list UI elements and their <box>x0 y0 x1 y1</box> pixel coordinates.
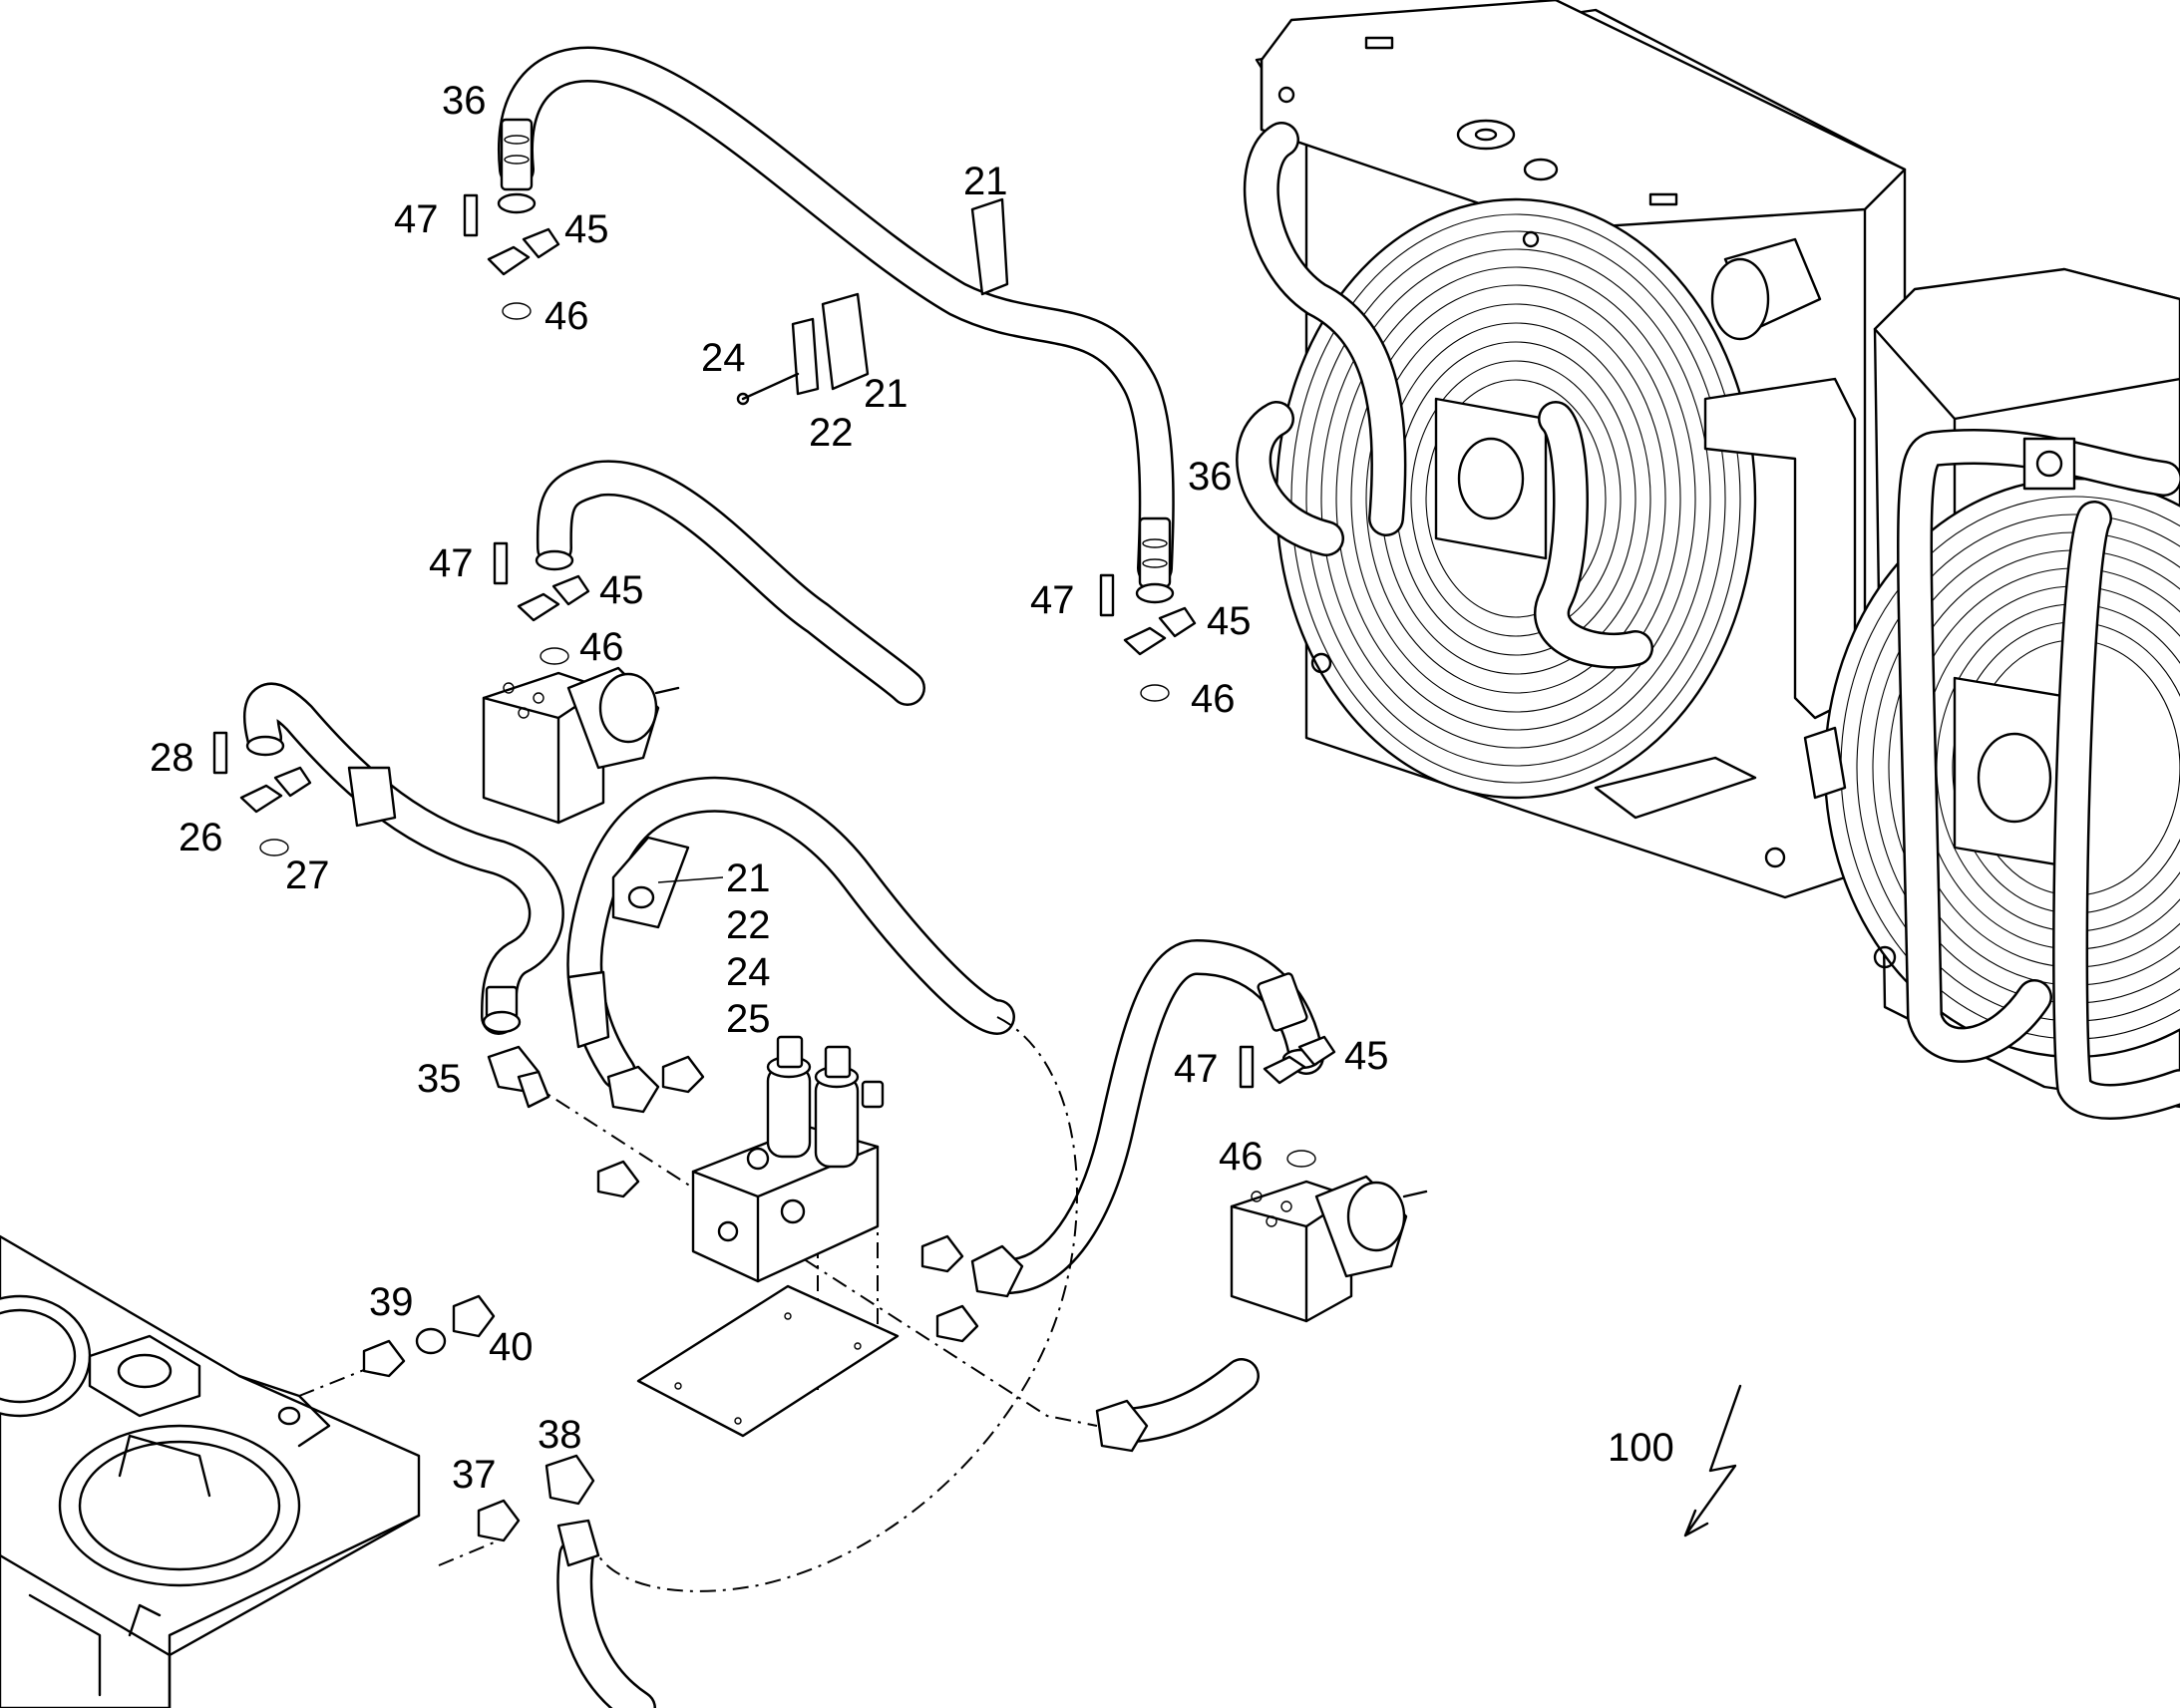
callout-46: 46 <box>1219 1135 1264 1179</box>
callout-46: 46 <box>579 625 624 669</box>
callout-47: 47 <box>429 541 474 585</box>
reference-arrow-100 <box>1683 1384 1742 1537</box>
callout-36: 36 <box>1188 455 1233 499</box>
callout-38: 38 <box>538 1413 582 1457</box>
callout-24: 24 <box>726 950 771 994</box>
callout-45: 45 <box>564 207 609 251</box>
callout-27: 27 <box>285 854 330 897</box>
part-callouts: 36 47 45 46 21 24 21 22 36 47 45 46 47 4… <box>150 79 1674 1497</box>
callout-39: 39 <box>369 1280 414 1324</box>
cooler-unit-upper <box>1236 0 1907 899</box>
callout-35: 35 <box>417 1057 462 1101</box>
hose-clamped <box>566 776 1015 1114</box>
callout-21: 21 <box>864 372 908 416</box>
fittings <box>362 1045 979 1542</box>
callout-47: 47 <box>1174 1047 1219 1091</box>
hose-lower-left <box>242 682 564 1035</box>
callout-46: 46 <box>545 294 589 338</box>
clamp-set-upper <box>736 197 1009 406</box>
leader-21-25 <box>657 876 724 883</box>
callout-45: 45 <box>1344 1034 1389 1078</box>
callout-25: 25 <box>726 997 771 1041</box>
hydraulic-motor-2 <box>1230 1175 1428 1323</box>
callout-100: 100 <box>1608 1426 1674 1470</box>
hose-36-upper <box>497 46 1175 604</box>
callout-47: 47 <box>1030 578 1075 622</box>
callout-21: 21 <box>726 856 771 900</box>
callout-47: 47 <box>394 197 439 241</box>
callout-22: 22 <box>726 903 771 947</box>
callout-37: 37 <box>452 1453 497 1497</box>
callout-22: 22 <box>809 411 854 455</box>
cooler-unit-lower <box>1803 267 2180 1120</box>
callout-36: 36 <box>442 79 487 123</box>
callout-24: 24 <box>701 336 746 380</box>
hose-lower-right <box>1095 1358 1260 1453</box>
callout-45: 45 <box>1207 599 1252 643</box>
hydraulic-motor-1 <box>482 666 680 825</box>
valve-block <box>691 1035 885 1283</box>
hydraulic-tank <box>0 1234 421 1708</box>
callout-45: 45 <box>599 568 644 612</box>
callout-46: 46 <box>1191 677 1236 721</box>
hose-bottom <box>556 1519 656 1708</box>
flange-sets <box>212 193 1336 1168</box>
mounting-plate <box>636 1284 900 1438</box>
hose-middle <box>535 460 925 706</box>
callout-40: 40 <box>489 1325 534 1369</box>
callout-21: 21 <box>963 160 1008 203</box>
callout-26: 26 <box>179 816 223 859</box>
callout-28: 28 <box>150 736 194 780</box>
hose-to-motor-2 <box>970 939 1324 1298</box>
